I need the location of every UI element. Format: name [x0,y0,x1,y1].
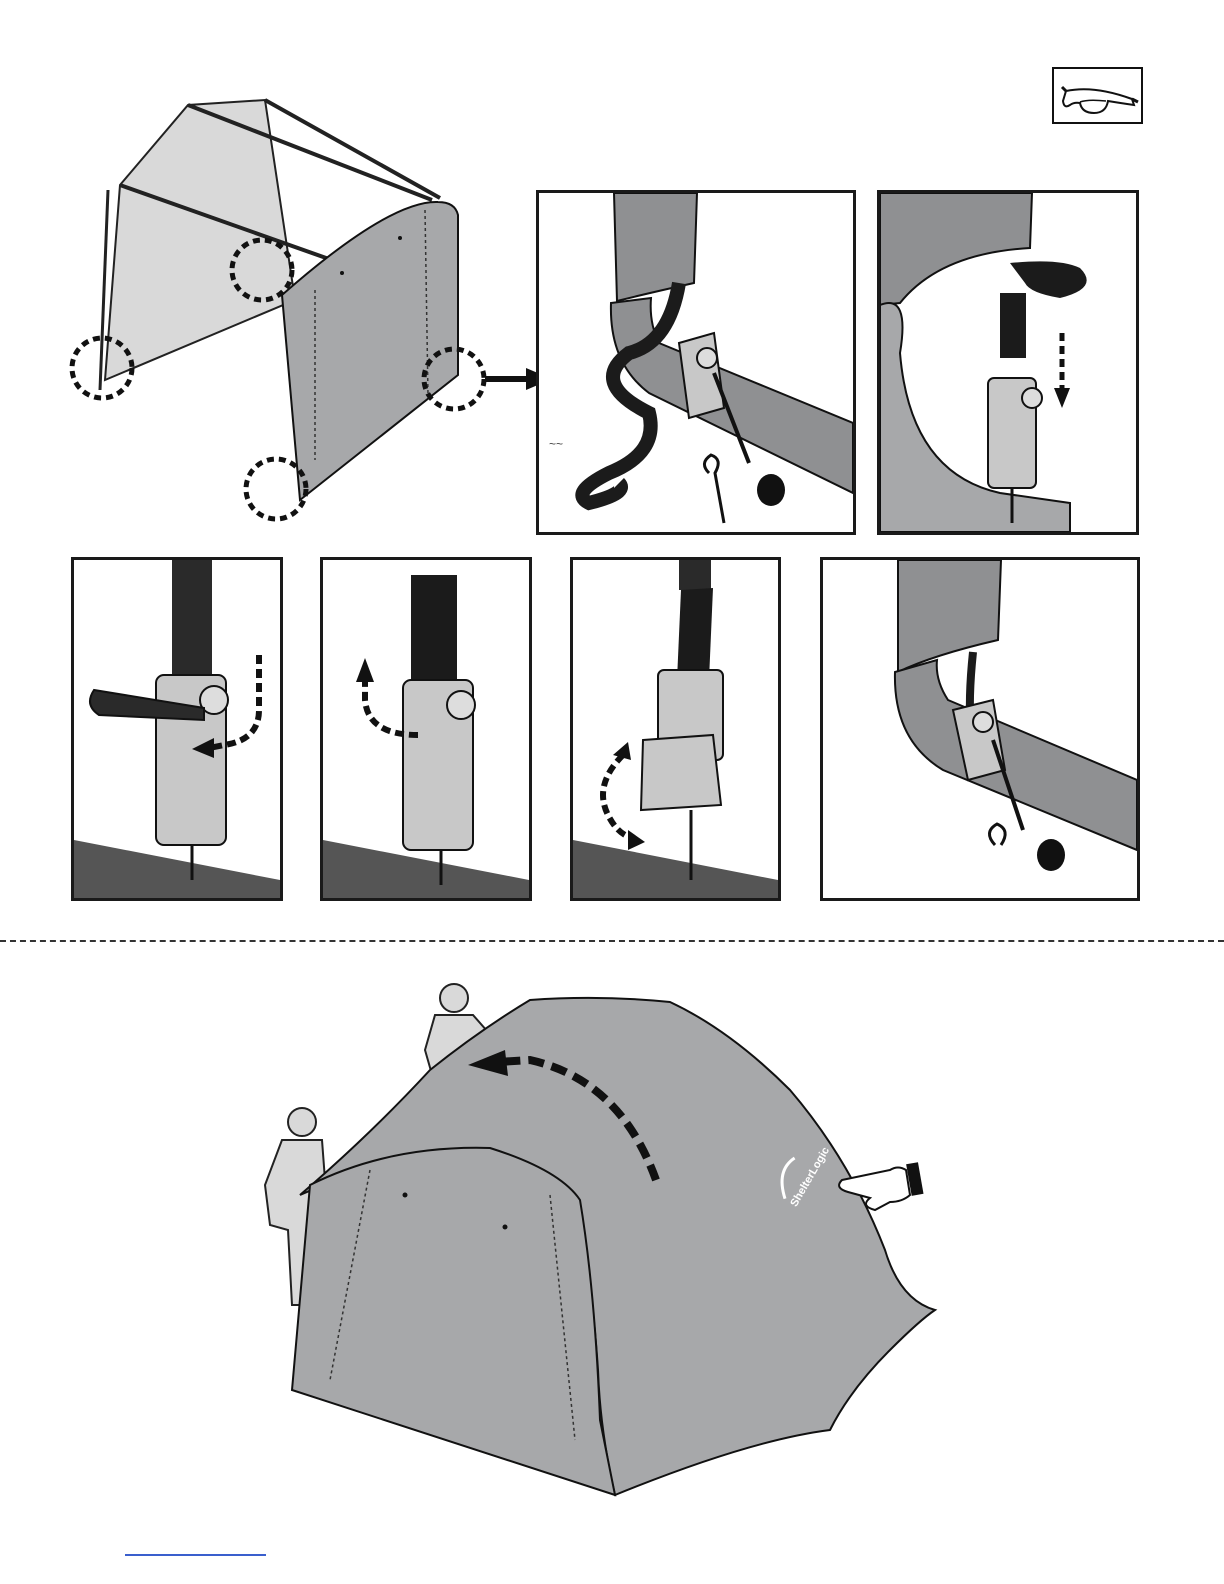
strap [1010,261,1087,298]
ratchet-buckle [403,680,475,885]
arrow-down-icon [1054,333,1070,408]
cover-installation-illustration: ShelterLogic [230,970,950,1510]
overview-illustration [60,90,580,540]
detail-panel-step-c [71,557,283,901]
safety-glasses-icon [1054,69,1141,122]
detail-panel-step-e [570,557,781,901]
ratchet-handle [641,670,723,880]
front-cover-panel [282,202,458,500]
svg-text:~~: ~~ [549,437,563,451]
arrow-rotate-icon [603,742,645,850]
detail-panel-step-d [320,557,532,901]
detail-panel-step-a: ~~ [536,190,856,535]
detail-panel-step-b [877,190,1139,535]
front-cover-panel [292,1148,615,1495]
section-divider [0,940,1224,942]
detail-panel-step-f [820,557,1140,901]
safety-glasses-box [1052,67,1143,124]
footer-link-line[interactable] [125,1554,266,1556]
